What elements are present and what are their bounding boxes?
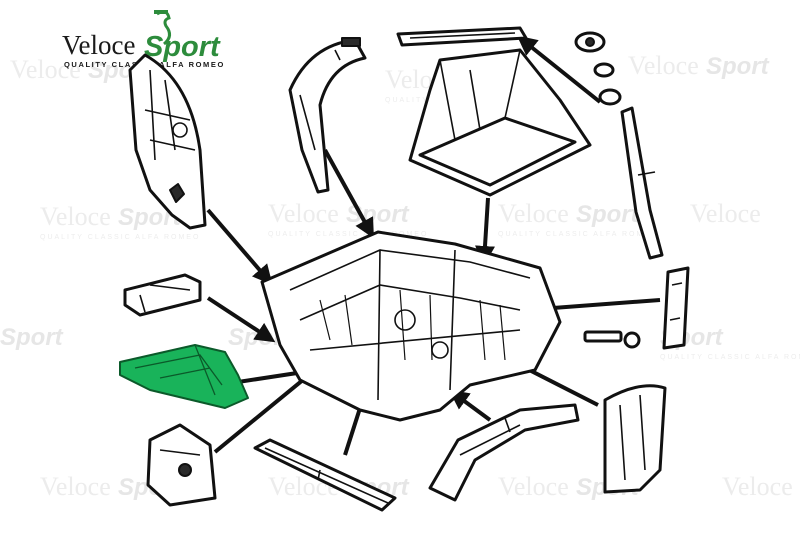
svg-text:Veloce: Veloce xyxy=(498,472,569,501)
long-beam-part[interactable] xyxy=(253,438,397,512)
svg-text:Sport: Sport xyxy=(0,324,64,351)
svg-text:Sport: Sport xyxy=(576,201,640,228)
watermark-3: Veloce Sport xyxy=(628,51,770,80)
svg-text:Veloce: Veloce xyxy=(690,199,761,228)
right-mount-part[interactable] xyxy=(603,384,667,494)
bolt-nut-part[interactable] xyxy=(583,330,641,349)
lower-left-mount-part[interactable] xyxy=(146,423,217,507)
watermark-5: Veloce Sport QUALITY CLASSIC ALFA ROMEO xyxy=(268,199,428,238)
logo-brand-right: Sport xyxy=(144,31,221,63)
hardware-fasteners-part[interactable] xyxy=(574,31,664,260)
svg-text:QUALITY CLASSIC ALFA ROMEO: QUALITY CLASSIC ALFA ROMEO xyxy=(660,354,800,361)
svg-text:Veloce: Veloce xyxy=(268,199,339,228)
main-body-structure-part[interactable] xyxy=(260,230,562,422)
highlighted-part[interactable] xyxy=(119,344,249,409)
svg-text:Veloce: Veloce xyxy=(498,199,569,228)
svg-text:Veloce: Veloce xyxy=(722,472,793,501)
svg-text:QUALITY CLASSIC ALFA ROMEO: QUALITY CLASSIC ALFA ROMEO xyxy=(268,231,428,238)
top-rail-part[interactable] xyxy=(396,26,528,47)
arrow-top-rail xyxy=(516,35,602,104)
svg-text:Veloce: Veloce xyxy=(40,472,111,501)
tray-part[interactable] xyxy=(408,48,592,197)
svg-text:Veloce: Veloce xyxy=(40,202,111,231)
svg-text:QUALITY CLASSIC ALFA ROMEO: QUALITY CLASSIC ALFA ROMEO xyxy=(498,231,658,238)
watermark-14: Veloce xyxy=(722,472,793,501)
svg-text:QUALITY CLASSIC ALFA ROMEO: QUALITY CLASSIC ALFA ROMEO xyxy=(40,234,200,241)
arrow-left-panel xyxy=(206,208,273,286)
upper-curved-bracket-part[interactable] xyxy=(288,37,367,194)
svg-text:Sport: Sport xyxy=(706,53,770,80)
left-side-panel-part[interactable] xyxy=(128,53,207,230)
small-left-bracket-part[interactable] xyxy=(123,273,202,317)
watermark-7: Veloce xyxy=(690,199,761,228)
arrow-upper-bracket xyxy=(323,149,374,239)
svg-text:Veloce: Veloce xyxy=(10,55,81,84)
arrow-small-bracket xyxy=(206,296,276,343)
svg-text:Veloce: Veloce xyxy=(628,51,699,80)
bottom-bracket-part[interactable] xyxy=(428,403,580,502)
watermark-8: Sport xyxy=(0,324,64,351)
watermark-4: Veloce Sport QUALITY CLASSIC ALFA ROMEO xyxy=(40,202,200,241)
watermark-6: Veloce Sport QUALITY CLASSIC ALFA ROMEO xyxy=(498,199,658,238)
right-strut-part[interactable] xyxy=(662,266,690,350)
snake-emblem-icon xyxy=(154,10,171,46)
logo-brand-left: Veloce xyxy=(62,30,135,60)
